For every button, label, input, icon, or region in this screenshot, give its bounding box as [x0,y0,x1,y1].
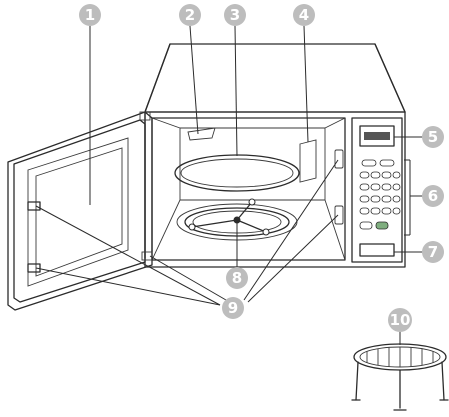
callout-label: 6 [428,187,438,205]
callout-label: 4 [299,6,309,24]
door-rim [13,119,146,303]
panel-button [381,183,392,191]
oven-cavity [151,117,346,261]
panel-button [361,159,377,167]
panel-button [370,207,381,215]
panel-button [392,171,401,179]
panel-button [381,207,392,215]
callout-5: 5 [422,126,444,148]
control-panel [351,117,403,263]
callout-label: 9 [228,299,238,317]
panel-button [381,171,392,179]
rack-grid [366,347,434,367]
hinge-bottom [141,251,153,261]
callout-label: 2 [185,6,195,24]
callout-label: 7 [428,243,438,261]
door-release-button [359,243,395,257]
display-window [359,125,395,147]
callout-6: 6 [422,185,444,207]
panel-button [359,221,373,230]
panel-button [392,195,401,203]
cavity-light-cover [187,127,216,141]
display-digits [364,132,390,140]
door-outer [7,111,153,311]
cavity-opening [151,117,346,261]
door-latch-lower [27,263,41,273]
door-window [27,137,129,287]
cabinet-top [144,43,406,113]
callout-label: 5 [428,128,438,146]
callout-3: 3 [224,4,246,26]
interlock-slot-top [334,149,344,169]
panel-button [381,195,392,203]
callout-label: 10 [390,311,411,329]
glass-turntable [174,154,300,192]
callout-label: 8 [232,269,242,287]
door-window-inner [35,147,123,277]
oven-door [7,111,153,311]
panel-button [370,171,381,179]
control-buttons [359,159,401,230]
panel-button [392,183,401,191]
pointer-lines [35,25,423,345]
hinge-top [139,111,151,121]
microwave-body [144,43,406,268]
door-latch-upper [27,201,41,211]
callout-badges: 1 2 3 4 5 6 7 8 9 10 [79,4,444,332]
grill-rack [351,343,449,411]
panel-button [370,183,381,191]
callout-4: 4 [293,4,315,26]
callout-10: 10 [388,308,412,332]
panel-button [359,171,370,179]
panel-button [392,207,401,215]
cabinet-left-side [144,43,171,259]
panel-button [359,207,370,215]
callout-7: 7 [422,241,444,263]
callout-1: 1 [79,4,101,26]
interlock-slot-bottom [334,205,344,225]
control-panel-frame [351,117,403,263]
panel-button [379,159,395,167]
panel-button [359,195,370,203]
panel-button [370,195,381,203]
waveguide-cover [299,139,317,183]
callout-2: 2 [179,4,201,26]
cabinet-right-edge [374,43,406,113]
panel-button [375,221,389,230]
panel-button [359,183,370,191]
callout-9: 9 [222,297,244,319]
callout-label: 1 [85,6,95,24]
callout-8: 8 [226,267,248,289]
callout-label: 3 [230,6,240,24]
